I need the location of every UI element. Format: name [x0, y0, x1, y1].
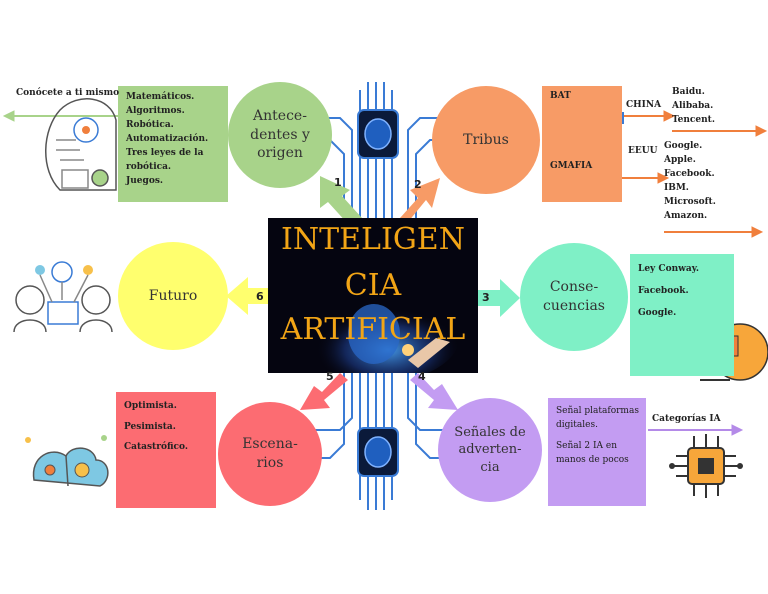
consecuencias-box: Ley Conway. Facebook. Google. [630, 254, 734, 376]
tribus-bat-label: BAT [550, 91, 571, 101]
arrow-2 [400, 178, 440, 222]
senales-box: Señal plataformas digitales. Señal 2 IA … [548, 398, 646, 506]
tribus-box: BAT GMAFIA [542, 86, 622, 202]
categorias-label: Categorías IA [652, 414, 721, 424]
senales-item: Señal plataformas [556, 406, 639, 416]
china-item: Tencent. [672, 114, 715, 125]
china-list: Baidu. Alibaba. Tencent. [672, 86, 715, 128]
eeuu-item: IBM. [664, 182, 689, 193]
head-robot-illustration [45, 98, 117, 191]
arrow-5 [300, 373, 348, 410]
antecedentes-box: Matemáticos. Algoritmos. Robótica. Autom… [118, 86, 228, 202]
arrow-china [622, 110, 768, 137]
escenarios-box: Optimista. Pesimista. Catastrófico. [116, 392, 216, 508]
node-antecedentes[interactable]: Antece- dentes y origen [228, 82, 332, 188]
escenarios-item: Catastrófico. [124, 442, 188, 453]
consecuencias-item: Google. [638, 308, 677, 319]
arrow-number-3: 3 [482, 291, 490, 304]
escenarios-item: Optimista. [124, 401, 177, 411]
node-tribus[interactable]: Tribus [432, 86, 540, 194]
eeuu-label: EEUU [628, 146, 658, 156]
arrow-6 [226, 277, 268, 315]
consecuencias-item: Ley Conway. [638, 264, 700, 274]
arrow-eeuu [622, 172, 764, 238]
eeuu-item: Facebook. [664, 168, 715, 179]
china-item: Baidu. [672, 87, 705, 97]
arrow-number-2: 2 [414, 178, 422, 191]
arrow-3 [478, 279, 520, 317]
node-senales[interactable]: Señales de adverten- cia [438, 398, 542, 502]
eeuu-item: Google. [664, 141, 703, 151]
eeuu-item: Apple. [664, 154, 696, 165]
eeuu-item: Microsoft. [664, 196, 716, 207]
brain-chip-icon-bottom [357, 427, 399, 477]
arrow-number-1: 1 [334, 176, 342, 189]
china-label: CHINA [626, 100, 662, 110]
brain-hand-image [268, 218, 478, 373]
brain-gears-illustration [25, 435, 109, 487]
arrow-number-6: 6 [256, 290, 264, 303]
antecedentes-item: Algoritmos. [126, 105, 185, 116]
senales-item: Señal 2 IA en [556, 440, 618, 451]
antecedentes-item: Juegos. [126, 175, 164, 186]
node-consecuencias[interactable]: Conse- cuencias [520, 243, 628, 351]
antecedentes-item: Automatización. [126, 133, 209, 144]
arrow-categorias [648, 424, 744, 436]
eeuu-item: Amazon. [664, 210, 708, 221]
antecedentes-item: Matemáticos. [126, 92, 195, 102]
node-escenarios[interactable]: Escena- rios [218, 402, 322, 506]
china-item: Alibaba. [672, 100, 714, 111]
eeuu-list: Google. Apple. Facebook. IBM. Microsoft.… [664, 140, 716, 224]
senales-item: digitales. [556, 420, 598, 431]
arrow-number-5: 5 [326, 370, 334, 383]
antecedentes-item: Tres leyes de la [126, 147, 204, 158]
arrow-4 [410, 373, 458, 410]
arrow-number-4: 4 [418, 370, 426, 383]
consecuencias-item: Facebook. [638, 286, 689, 297]
node-futuro[interactable]: Futuro [118, 242, 228, 350]
ai-chip-illustration [669, 434, 743, 498]
tribus-gmafia-label: GMAFIA [550, 161, 593, 171]
center-title-line-3: ARTIFICIAL [280, 312, 466, 347]
central-title-panel: INTELIGEN CIA ARTIFICIAL [268, 218, 478, 373]
know-yourself-label: Conócete a ti mismo [16, 88, 120, 98]
arrow-1 [320, 176, 362, 224]
brain-chip-icon-top [357, 109, 399, 159]
center-title-line-1: INTELIGEN [281, 222, 465, 257]
center-title-line-2: CIA [344, 268, 402, 303]
escenarios-item: Pesimista. [124, 421, 176, 432]
network-people-illustration [13, 261, 113, 333]
antecedentes-item: Robótica. [126, 119, 174, 130]
arrow-know-yourself [2, 110, 120, 122]
senales-item: manos de pocos [556, 455, 629, 466]
antecedentes-item: robótica. [126, 161, 172, 172]
